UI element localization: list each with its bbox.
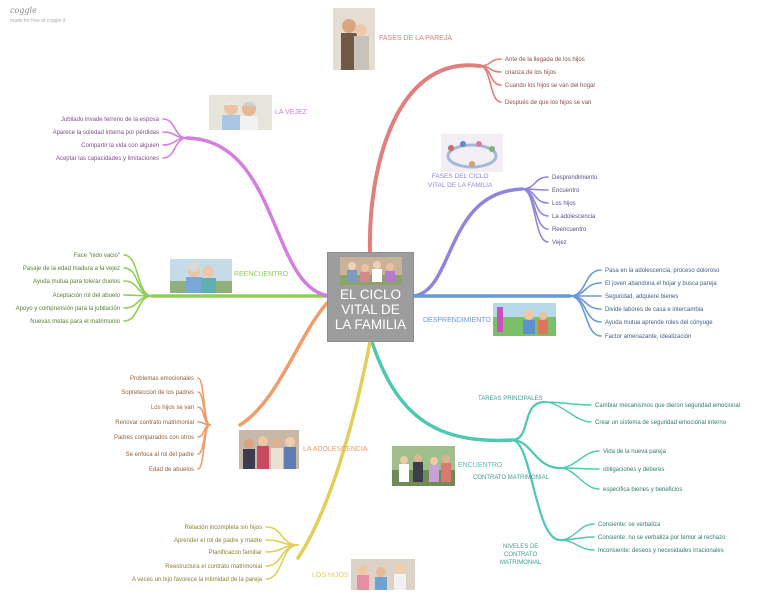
children-photo-icon <box>351 559 415 590</box>
branch-connector <box>367 63 482 254</box>
branch-label-adolescencia[interactable]: LA ADOLESCENCIA <box>303 446 368 453</box>
leaf-connector <box>123 295 153 309</box>
branch-item[interactable]: Divide labores de casa e intercambia <box>605 307 704 313</box>
branch-connector <box>296 340 372 560</box>
branch-item[interactable]: Seguridad, adquiere bienes <box>605 294 678 300</box>
leaf-connector <box>162 137 188 159</box>
branch-item[interactable]: Los hijos <box>552 201 576 207</box>
branch-item[interactable]: Cuando los hijos se van del hogar <box>505 83 595 89</box>
branch-connector <box>185 136 332 298</box>
reunion-photo-icon <box>170 259 232 293</box>
leaf-connector <box>265 544 299 580</box>
branch-item[interactable]: La adolescencia <box>552 214 596 220</box>
subgroup-label-niveles[interactable]: NIVELES DE CONTRATO MATRIMONIAL <box>500 544 542 566</box>
coggle-tagline: made for free at coggle.it <box>10 18 66 24</box>
branch-item[interactable]: Cambiar mecanismos que dieron seguridad … <box>595 403 740 409</box>
subgroup-connector <box>510 400 547 442</box>
branch-label-desprendimiento[interactable]: DESPRENDIMIENTO <box>423 317 491 324</box>
leaf-connector <box>479 65 502 103</box>
branch-connector <box>412 187 524 298</box>
branch-item[interactable]: Planificacon familiar <box>209 550 262 556</box>
coggle-logo: coggle <box>10 6 37 15</box>
central-topic-title: EL CICLO VITAL DE LA FAMILIA <box>334 287 407 332</box>
branch-label-los-hijos[interactable]: LOS HIJOS <box>312 572 349 579</box>
subgroup-connector <box>510 438 562 542</box>
leaf-connector <box>123 254 153 297</box>
branch-label-fases-ciclo[interactable]: FASES DEL CICLO VITAL DE LA FAMILIA <box>428 173 493 189</box>
branch-item[interactable]: Apoyo y comprensión para la jubilación <box>16 306 120 312</box>
leaf-connector <box>265 539 299 546</box>
branch-item[interactable]: Padres comparados con otros <box>114 435 194 441</box>
branch-label-encuentro[interactable]: ENCUENTRO <box>458 462 503 469</box>
branch-item[interactable]: Jubilado invade terreno de la esposa <box>61 117 160 123</box>
branch-item[interactable]: Consiente: no se verbaliza por temor al … <box>598 535 726 541</box>
branch-item[interactable]: Pasaje de la edad madura a la vejez <box>23 266 120 272</box>
branch-item[interactable]: Face "nido vacio" <box>74 253 120 259</box>
leaf-connector <box>521 176 549 190</box>
branch-item[interactable]: especifica bienes y beneficios <box>603 487 682 493</box>
leaf-connector <box>544 401 592 423</box>
subgroup-connector <box>510 438 562 470</box>
subgroup-label-contrato[interactable]: CONTRATO MATRIMONIAL <box>473 475 550 481</box>
branch-item[interactable]: Compartir la vida con alguien <box>81 143 159 149</box>
branch-item[interactable]: Aceptar las capacidades y limitaciones <box>56 156 159 162</box>
branch-item[interactable]: Reencuentro <box>552 227 587 233</box>
branch-item[interactable]: Pasa en la adolescencia, proceso doloros… <box>605 268 720 274</box>
branch-item[interactable]: Ante de la llegada de los hijos <box>505 57 585 63</box>
branch-item[interactable]: Aprender el rol de padre y madre <box>174 538 263 544</box>
branch-item[interactable]: A veces un hijo favorece la intimidad de… <box>132 577 263 583</box>
leaf-connector <box>479 58 502 67</box>
branch-item[interactable]: Vejez <box>552 240 567 246</box>
branch-label-fases-pareja[interactable]: FASES DE LA PAREJA <box>379 35 453 42</box>
leaf-connector <box>559 536 595 541</box>
branch-item[interactable]: Se enfoca al rol del padre <box>126 452 195 458</box>
branch-item[interactable]: Los hijos se van <box>151 405 194 411</box>
branch-connector <box>370 340 514 443</box>
branch-item[interactable]: Problemas emocionales <box>130 376 194 382</box>
leaf-connector <box>162 131 188 139</box>
leaf-connector <box>559 450 600 469</box>
branch-item[interactable]: Relación incompleta sin hijos <box>185 525 262 531</box>
branch-item[interactable]: Aparece la soledad interna por pérdidas <box>53 130 159 136</box>
leaf-connector <box>559 467 600 490</box>
departure-photo-icon <box>493 303 556 336</box>
branch-item[interactable]: Vida de la nueva pareja <box>603 449 667 455</box>
family-circle-photo-icon <box>441 134 503 172</box>
leaf-connector <box>569 282 602 297</box>
branch-item[interactable]: Nuevas metas para el matrimonio <box>30 319 120 325</box>
teenagers-photo-icon <box>239 430 299 469</box>
branch-item[interactable]: El joven abandona el hojar y busca parej… <box>605 281 717 287</box>
branch-item[interactable]: Aceptación rol del abuelo <box>53 293 121 299</box>
branch-item[interactable]: Desprendimiento <box>552 175 598 181</box>
leaf-connector <box>569 295 602 337</box>
branch-item[interactable]: Encuentro <box>552 188 580 194</box>
branch-label-vejez[interactable]: LA VEJEZ <box>275 109 307 116</box>
leaf-connector <box>123 295 153 322</box>
family-photo-icon <box>340 257 402 285</box>
leaf-connector <box>521 188 549 243</box>
branch-item[interactable]: Factor amenazante, idealización <box>605 334 691 340</box>
central-topic[interactable]: EL CICLO VITAL DE LA FAMILIA <box>327 252 414 342</box>
branch-item[interactable]: Reestructura el contrato matrimonial <box>165 564 262 570</box>
elderly-couple-photo-icon <box>209 95 272 130</box>
branch-item[interactable]: Inconsiente: deseos y necesidades irraci… <box>598 548 724 554</box>
subgroup-label-tareas[interactable]: TAREAS PRINCIPALES <box>478 396 543 402</box>
branch-item[interactable]: obligaciones y deberes <box>603 467 664 473</box>
branch-item[interactable]: Renovar contrato matrimonial <box>115 420 194 426</box>
couple-photo-icon <box>333 8 375 70</box>
branch-item[interactable]: crianza de los hijos <box>505 70 556 76</box>
branch-item[interactable]: Sopreteccion de los padres <box>121 390 194 396</box>
branch-item[interactable]: Consiente: se verbaliza <box>598 522 661 528</box>
leaf-connector <box>197 424 211 470</box>
branch-label-reencuentro[interactable]: REENCUENTRO <box>234 271 289 278</box>
wedding-photo-icon <box>392 446 455 486</box>
branch-item[interactable]: Ayuda mutua aprende roles del cónyuge <box>605 320 713 326</box>
branch-item[interactable]: Después de que los hijos se van <box>505 100 591 106</box>
branch-item[interactable]: Edad de abuelos <box>149 467 194 473</box>
branch-item[interactable]: Ayuda mutua para tolerar duelos <box>33 279 120 285</box>
branch-item[interactable]: Crear un sistema de seguridad emocional … <box>595 420 727 426</box>
branch-connector <box>238 298 332 427</box>
leaf-connector <box>559 539 595 551</box>
